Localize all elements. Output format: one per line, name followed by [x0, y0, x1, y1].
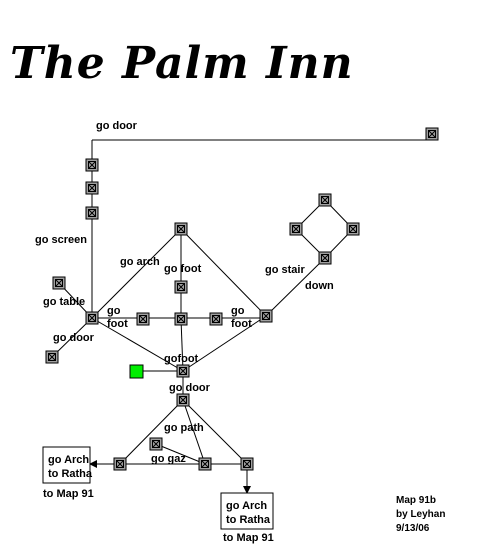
label-go-foot-right-2: foot — [231, 318, 252, 330]
label-go-arch: go arch — [120, 256, 160, 268]
map-title: The Palm Inn — [10, 38, 354, 89]
path-foot-left-to-hub — [91, 317, 184, 372]
room-node — [113, 457, 127, 471]
room-node — [85, 158, 99, 172]
room-node — [209, 312, 223, 326]
label-go-foot-top: go foot — [164, 263, 202, 275]
label-go-screen: go screen — [35, 234, 87, 246]
room-node — [174, 280, 188, 294]
room-node — [174, 222, 188, 236]
room-node — [45, 350, 59, 364]
room-node — [318, 251, 332, 265]
path-go-stair — [265, 257, 326, 317]
path-go-foot-top — [180, 228, 267, 317]
exit-left-line1: go Arch — [48, 454, 89, 466]
room-node — [52, 276, 66, 290]
exit-left-line2: to Ratha — [48, 468, 93, 480]
room-node — [425, 127, 439, 141]
room-node — [85, 311, 99, 325]
label-gofoot: gofoot — [164, 353, 199, 365]
exit-left-caption: to Map 91 — [43, 488, 94, 500]
label-go-foot-right-1: go — [231, 305, 245, 317]
room-node — [174, 312, 188, 326]
label-go-foot-left-2: foot — [107, 318, 128, 330]
connections — [51, 134, 433, 494]
room-node — [149, 437, 163, 451]
exit-bottom: go Arch to Ratha to Map 91 — [220, 492, 274, 544]
credit-author: by Leyhan — [396, 509, 445, 520]
exit-bottom-line2: to Ratha — [226, 514, 271, 526]
path-go-door-left — [51, 317, 93, 358]
exit-bottom-caption: to Map 91 — [223, 532, 274, 544]
exit-left: go Arch to Ratha to Map 91 — [42, 446, 94, 500]
label-go-gaz: go gaz — [151, 453, 186, 465]
start-room — [129, 364, 144, 379]
credit-date: 9/13/06 — [396, 523, 430, 534]
path-go-arch — [91, 228, 182, 319]
room-node — [289, 222, 303, 236]
path-gaz — [155, 443, 206, 465]
exit-bottom-line1: go Arch — [226, 500, 267, 512]
room-node — [85, 181, 99, 195]
room-node — [198, 457, 212, 471]
room-node — [318, 193, 332, 207]
label-go-foot-left-1: go — [107, 305, 121, 317]
label-go-door-top: go door — [96, 120, 138, 132]
credit-map-id: Map 91b — [396, 495, 436, 506]
path-foot-right-to-hub — [182, 315, 267, 372]
label-go-door-left: go door — [53, 332, 95, 344]
room-node — [176, 393, 190, 407]
label-down: down — [305, 280, 334, 292]
label-go-path: go path — [164, 422, 204, 434]
rooms — [45, 127, 439, 471]
room-node — [259, 309, 273, 323]
room-node — [85, 206, 99, 220]
path-go-path — [119, 399, 184, 465]
label-go-stair: go stair — [265, 264, 305, 276]
label-go-door-mid: go door — [169, 382, 211, 394]
room-node — [136, 312, 150, 326]
room-node — [176, 364, 190, 378]
label-go-table: go table — [43, 296, 85, 308]
room-node — [240, 457, 254, 471]
room-node — [346, 222, 360, 236]
